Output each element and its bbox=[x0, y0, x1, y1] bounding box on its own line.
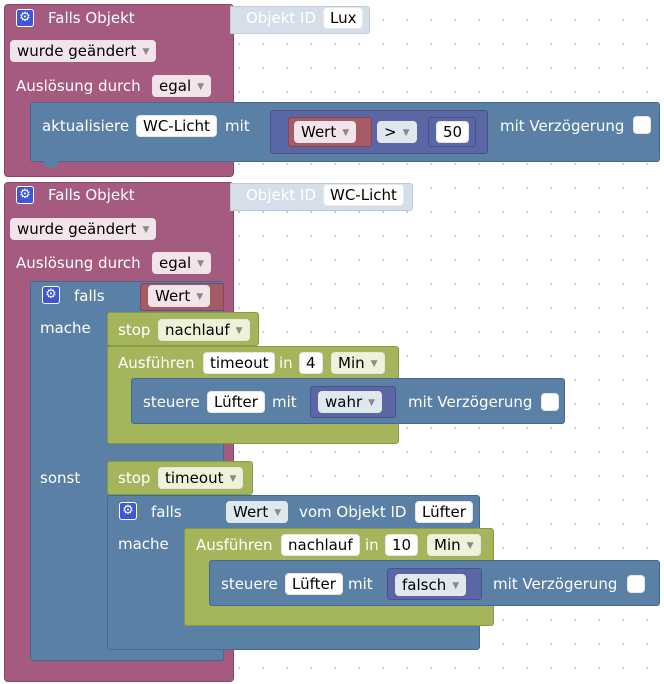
compare-right-field[interactable]: 50 bbox=[436, 121, 470, 143]
mit-label: mit bbox=[272, 393, 297, 411]
trigger-by-value: egal bbox=[159, 254, 192, 272]
ausloesung-durch-label: Auslösung durch bbox=[16, 254, 141, 272]
compare-left-dropdown[interactable]: Wert ▼ bbox=[294, 121, 357, 143]
condition-value: wurde geändert bbox=[17, 220, 137, 238]
ausloesung-durch-label: Auslösung durch bbox=[16, 77, 141, 95]
object-id-field[interactable]: WC-Licht bbox=[323, 184, 404, 206]
sonst-label: sonst bbox=[40, 469, 81, 487]
dropdown-arrow-icon: ▼ bbox=[197, 82, 205, 92]
operator-dropdown[interactable]: >▼ bbox=[377, 121, 417, 143]
mit-label: mit bbox=[348, 575, 373, 593]
run-delay-field[interactable]: 4 bbox=[299, 352, 323, 374]
stop-label: stop bbox=[118, 321, 151, 339]
condition-dropdown[interactable]: wurde geändert ▼ bbox=[10, 218, 157, 240]
inner-if-value: Wert bbox=[233, 503, 269, 521]
stop-timer-dropdown[interactable]: timeout ▼ bbox=[158, 467, 244, 489]
inner-if-object-field[interactable]: Lüfter bbox=[415, 501, 473, 523]
control-value-dropdown[interactable]: falsch ▼ bbox=[395, 574, 467, 596]
stop-label: stop bbox=[118, 469, 151, 487]
dropdown-arrow-icon: ▼ bbox=[142, 225, 150, 235]
dropdown-arrow-icon: ▼ bbox=[342, 128, 350, 138]
trigger-by-dropdown[interactable]: egal ▼ bbox=[152, 75, 212, 97]
trigger-by-value: egal bbox=[159, 77, 192, 95]
dropdown-arrow-icon: ▼ bbox=[452, 581, 460, 591]
dropdown-arrow-icon: ▼ bbox=[368, 398, 376, 408]
mache-label: mache bbox=[40, 319, 91, 337]
ausfuehren-label: Ausführen bbox=[196, 536, 273, 554]
dropdown-arrow-icon: ▼ bbox=[142, 47, 150, 57]
operator-value: > bbox=[384, 123, 397, 141]
gear-icon[interactable]: ⚙ bbox=[16, 9, 34, 27]
dropdown-arrow-icon: ▼ bbox=[196, 292, 204, 302]
steuere-label: steuere bbox=[143, 393, 200, 411]
delay-checkbox[interactable] bbox=[627, 575, 645, 593]
control-value-dropdown[interactable]: wahr ▼ bbox=[318, 391, 383, 413]
run-unit-value: Min bbox=[338, 354, 365, 372]
in-label: in bbox=[279, 354, 293, 372]
falls-label: falls bbox=[151, 503, 182, 521]
inner-if-value-dropdown[interactable]: Wert ▼ bbox=[226, 501, 289, 523]
dropdown-arrow-icon: ▼ bbox=[370, 359, 378, 369]
stop-timer-value: nachlauf bbox=[165, 321, 230, 339]
vom-objekt-id-label: vom Objekt ID bbox=[299, 503, 407, 521]
mit-verzoegerung-label: mit Verzögerung bbox=[493, 575, 618, 593]
delay-checkbox[interactable] bbox=[633, 116, 651, 134]
falls-objekt-label: Falls Objekt bbox=[48, 186, 135, 204]
control-target-field[interactable]: Lüfter bbox=[207, 391, 265, 413]
object-id-field[interactable]: Lux bbox=[323, 7, 364, 29]
mache-label: mache bbox=[118, 535, 169, 553]
steuere-label: steuere bbox=[221, 575, 278, 593]
update-target-field[interactable]: WC-Licht bbox=[136, 115, 217, 137]
objekt-id-label: Objekt ID bbox=[246, 186, 317, 204]
run-timer-field[interactable]: nachlauf bbox=[281, 534, 360, 556]
objekt-id-label: Objekt ID bbox=[246, 9, 317, 27]
stop-timer-value: timeout bbox=[165, 469, 224, 487]
condition-dropdown[interactable]: wurde geändert ▼ bbox=[10, 40, 157, 62]
run-unit-dropdown[interactable]: Min ▼ bbox=[427, 534, 481, 556]
dropdown-arrow-icon: ▼ bbox=[197, 259, 205, 269]
control-value: wahr bbox=[325, 393, 363, 411]
control-value: falsch bbox=[402, 576, 447, 594]
trigger-by-dropdown[interactable]: egal ▼ bbox=[152, 252, 212, 274]
dropdown-arrow-icon: ▼ bbox=[229, 474, 237, 484]
mit-label: mit bbox=[225, 117, 250, 135]
run-delay-field[interactable]: 10 bbox=[385, 534, 419, 556]
run-timer-field[interactable]: timeout bbox=[203, 352, 276, 374]
dropdown-arrow-icon: ▼ bbox=[235, 326, 243, 336]
falls-label: falls bbox=[74, 287, 105, 305]
gear-icon[interactable]: ⚙ bbox=[119, 502, 137, 520]
condition-value: wurde geändert bbox=[17, 42, 137, 60]
in-label: in bbox=[365, 536, 379, 554]
ausfuehren-label: Ausführen bbox=[118, 354, 195, 372]
dropdown-arrow-icon: ▼ bbox=[274, 508, 282, 518]
dropdown-arrow-icon: ▼ bbox=[466, 541, 474, 551]
compare-left-value: Wert bbox=[301, 123, 337, 141]
run-unit-dropdown[interactable]: Min ▼ bbox=[331, 352, 385, 374]
if-value-dropdown[interactable]: Wert ▼ bbox=[148, 285, 211, 307]
delay-checkbox[interactable] bbox=[541, 393, 559, 411]
run-unit-value: Min bbox=[434, 536, 461, 554]
if-value: Wert bbox=[155, 287, 191, 305]
gear-icon[interactable]: ⚙ bbox=[16, 186, 34, 204]
falls-objekt-label: Falls Objekt bbox=[48, 9, 135, 27]
aktualisiere-label: aktualisiere bbox=[42, 117, 130, 135]
mit-verzoegerung-label: mit Verzögerung bbox=[500, 117, 625, 135]
block-notch bbox=[44, 161, 58, 167]
gear-icon[interactable]: ⚙ bbox=[42, 286, 60, 304]
stop-timer-dropdown[interactable]: nachlauf ▼ bbox=[158, 319, 250, 341]
control-target-field[interactable]: Lüfter bbox=[285, 573, 343, 595]
dropdown-arrow-icon: ▼ bbox=[402, 128, 410, 138]
mit-verzoegerung-label: mit Verzögerung bbox=[408, 393, 533, 411]
